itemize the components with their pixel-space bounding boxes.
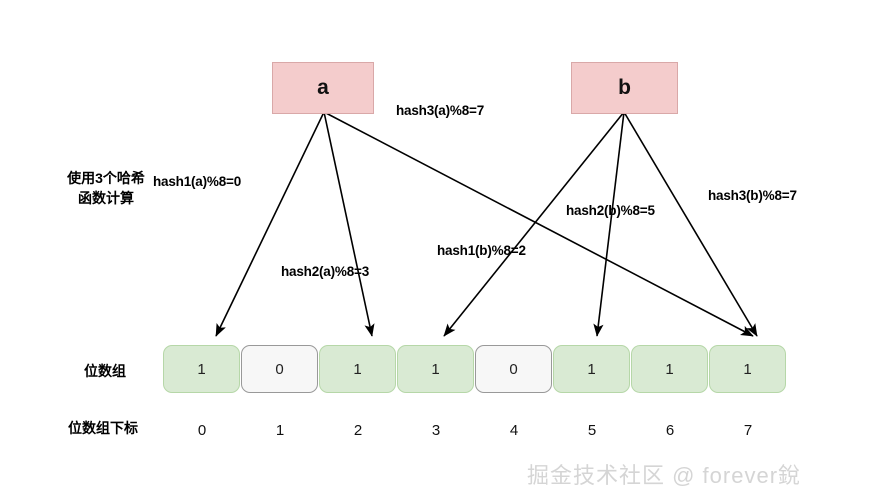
index-7: 7: [743, 422, 753, 439]
bit-cell-4[interactable]: 0: [475, 345, 552, 393]
bit-value-6: 1: [665, 360, 674, 378]
bit-value-4: 0: [509, 360, 518, 378]
bit-array-caption: 位数组: [84, 363, 126, 379]
bit-cell-2[interactable]: 1: [319, 345, 396, 393]
edge-hash3b: [623, 111, 758, 337]
bit-value-1: 0: [275, 360, 284, 378]
bit-value-0: 1: [197, 360, 206, 378]
edge-label-hash3b: hash3(b)%8=7: [708, 188, 797, 203]
edge-hash2a: [323, 111, 375, 337]
edge-label-hash3a: hash3(a)%8=7: [396, 103, 485, 118]
hash-group-caption: 使用3个哈希 函数计算: [46, 168, 166, 209]
edge-hash1a: [215, 111, 325, 337]
index-4: 4: [509, 422, 519, 439]
index-2: 2: [353, 422, 363, 439]
bit-value-2: 1: [353, 360, 362, 378]
index-1: 1: [275, 422, 285, 439]
index-6: 6: [665, 422, 675, 439]
bit-cell-3[interactable]: 1: [397, 345, 474, 393]
bit-array: 1 0 1 1 0 1 1 1: [163, 345, 787, 393]
edge-hash3a: [323, 111, 754, 337]
watermark: 掘金技术社区 @ forever銳: [527, 463, 802, 488]
node-label-a: a: [317, 76, 329, 99]
edge-label-hash2a: hash2(a)%8=3: [281, 264, 370, 279]
bit-cell-5[interactable]: 1: [553, 345, 630, 393]
bit-array-index-row: 0 1 2 3 4 5 6 7: [163, 422, 787, 439]
node-box-a[interactable]: a: [272, 62, 374, 114]
edge-label-hash1a: hash1(a)%8=0: [153, 174, 242, 189]
bit-value-3: 1: [431, 360, 440, 378]
index-5: 5: [587, 422, 597, 439]
index-0: 0: [197, 422, 207, 439]
node-box-b[interactable]: b: [571, 62, 678, 114]
bit-value-5: 1: [587, 360, 596, 378]
edge-label-hash1b: hash1(b)%8=2: [437, 243, 526, 258]
bit-cell-6[interactable]: 1: [631, 345, 708, 393]
bit-cell-0[interactable]: 1: [163, 345, 240, 393]
bit-value-7: 1: [743, 360, 752, 378]
bit-cell-7[interactable]: 1: [709, 345, 786, 393]
edge-label-hash2b: hash2(b)%8=5: [566, 203, 655, 218]
hash-group-caption-line1: 使用3个哈希: [67, 170, 145, 186]
bit-cell-1[interactable]: 0: [241, 345, 318, 393]
hash-group-caption-line2: 函数计算: [78, 190, 134, 207]
index-3: 3: [431, 422, 441, 439]
node-label-b: b: [618, 76, 631, 99]
bit-array-index-caption: 位数组下标: [68, 420, 138, 436]
edge-hash1b: [443, 111, 625, 337]
edge-hash2b: [593, 111, 625, 337]
